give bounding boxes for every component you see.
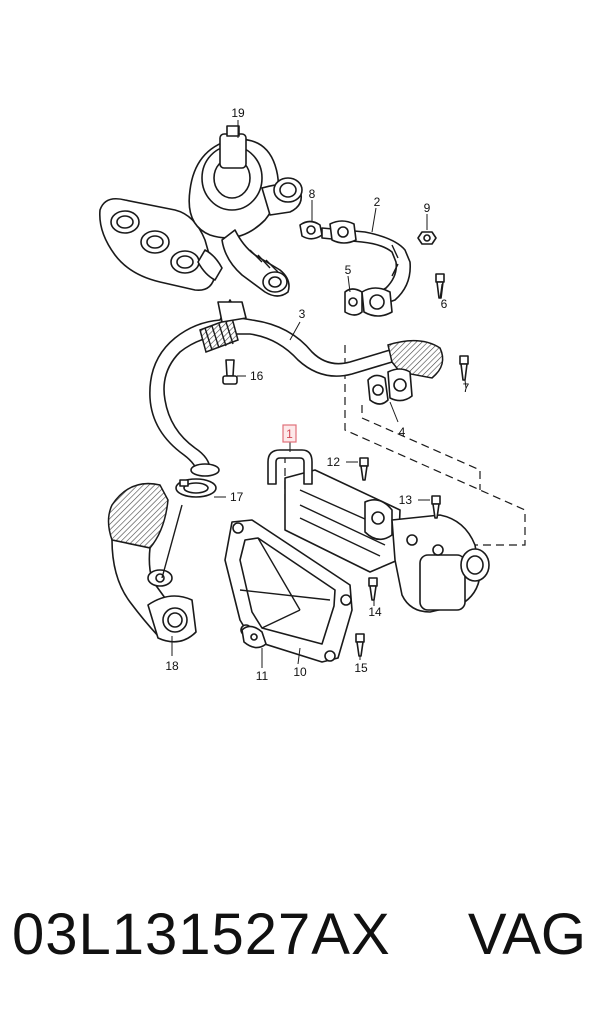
gasket-5 (344, 288, 363, 316)
callout-5: 5 (345, 263, 352, 277)
turbocharger-manifold (98, 125, 303, 297)
bolt-14 (368, 577, 378, 601)
callout-18: 18 (165, 659, 179, 673)
callout-15: 15 (354, 661, 368, 675)
gasket-11 (241, 625, 267, 649)
egr-valve (391, 514, 490, 613)
highlighted-callout: 1 (282, 424, 297, 443)
flex-pipe-18 (107, 482, 197, 643)
callout-13: 13 (399, 493, 413, 507)
callout-labels: 19 8 2 9 5 6 3 16 7 4 12 13 17 14 10 11 … (165, 106, 469, 683)
bolt-7 (459, 355, 469, 381)
callout-16: 16 (250, 369, 264, 383)
callout-19: 19 (231, 106, 245, 120)
flange-pipe-2 (361, 287, 393, 317)
callout-12: 12 (327, 455, 341, 469)
nut-9 (417, 231, 437, 245)
callout-7: 7 (463, 381, 470, 395)
bolt-15 (355, 633, 365, 657)
leader-lines (171, 120, 467, 668)
brand-label: VAG (467, 902, 586, 967)
callout-2: 2 (374, 195, 381, 209)
callout-6: 6 (441, 297, 448, 311)
bolt-16 (222, 359, 238, 385)
bolt-13 (431, 495, 441, 519)
part-number: 03L131527AX (12, 902, 391, 967)
callout-17: 17 (230, 490, 244, 504)
highlight-box (282, 424, 297, 443)
callout-1: 1 (286, 427, 293, 441)
callout-14: 14 (368, 605, 382, 619)
bracket-10 (224, 519, 353, 663)
exploded-parts-diagram: 19 8 2 9 5 6 3 16 7 4 12 13 17 14 10 11 … (98, 106, 526, 683)
gasket-8 (299, 220, 323, 240)
bolt-6 (435, 273, 445, 299)
callout-8: 8 (309, 187, 316, 201)
egr-cooler (267, 449, 401, 573)
clamp-17 (175, 478, 217, 498)
callout-11: 11 (256, 669, 269, 683)
bolt-12 (359, 457, 369, 481)
callout-4: 4 (399, 425, 406, 439)
gasket-4 (367, 368, 413, 405)
callout-3: 3 (299, 307, 306, 321)
callout-10: 10 (293, 665, 307, 679)
callout-9: 9 (424, 201, 431, 215)
footer: 03L131527AX VAG (0, 890, 600, 980)
